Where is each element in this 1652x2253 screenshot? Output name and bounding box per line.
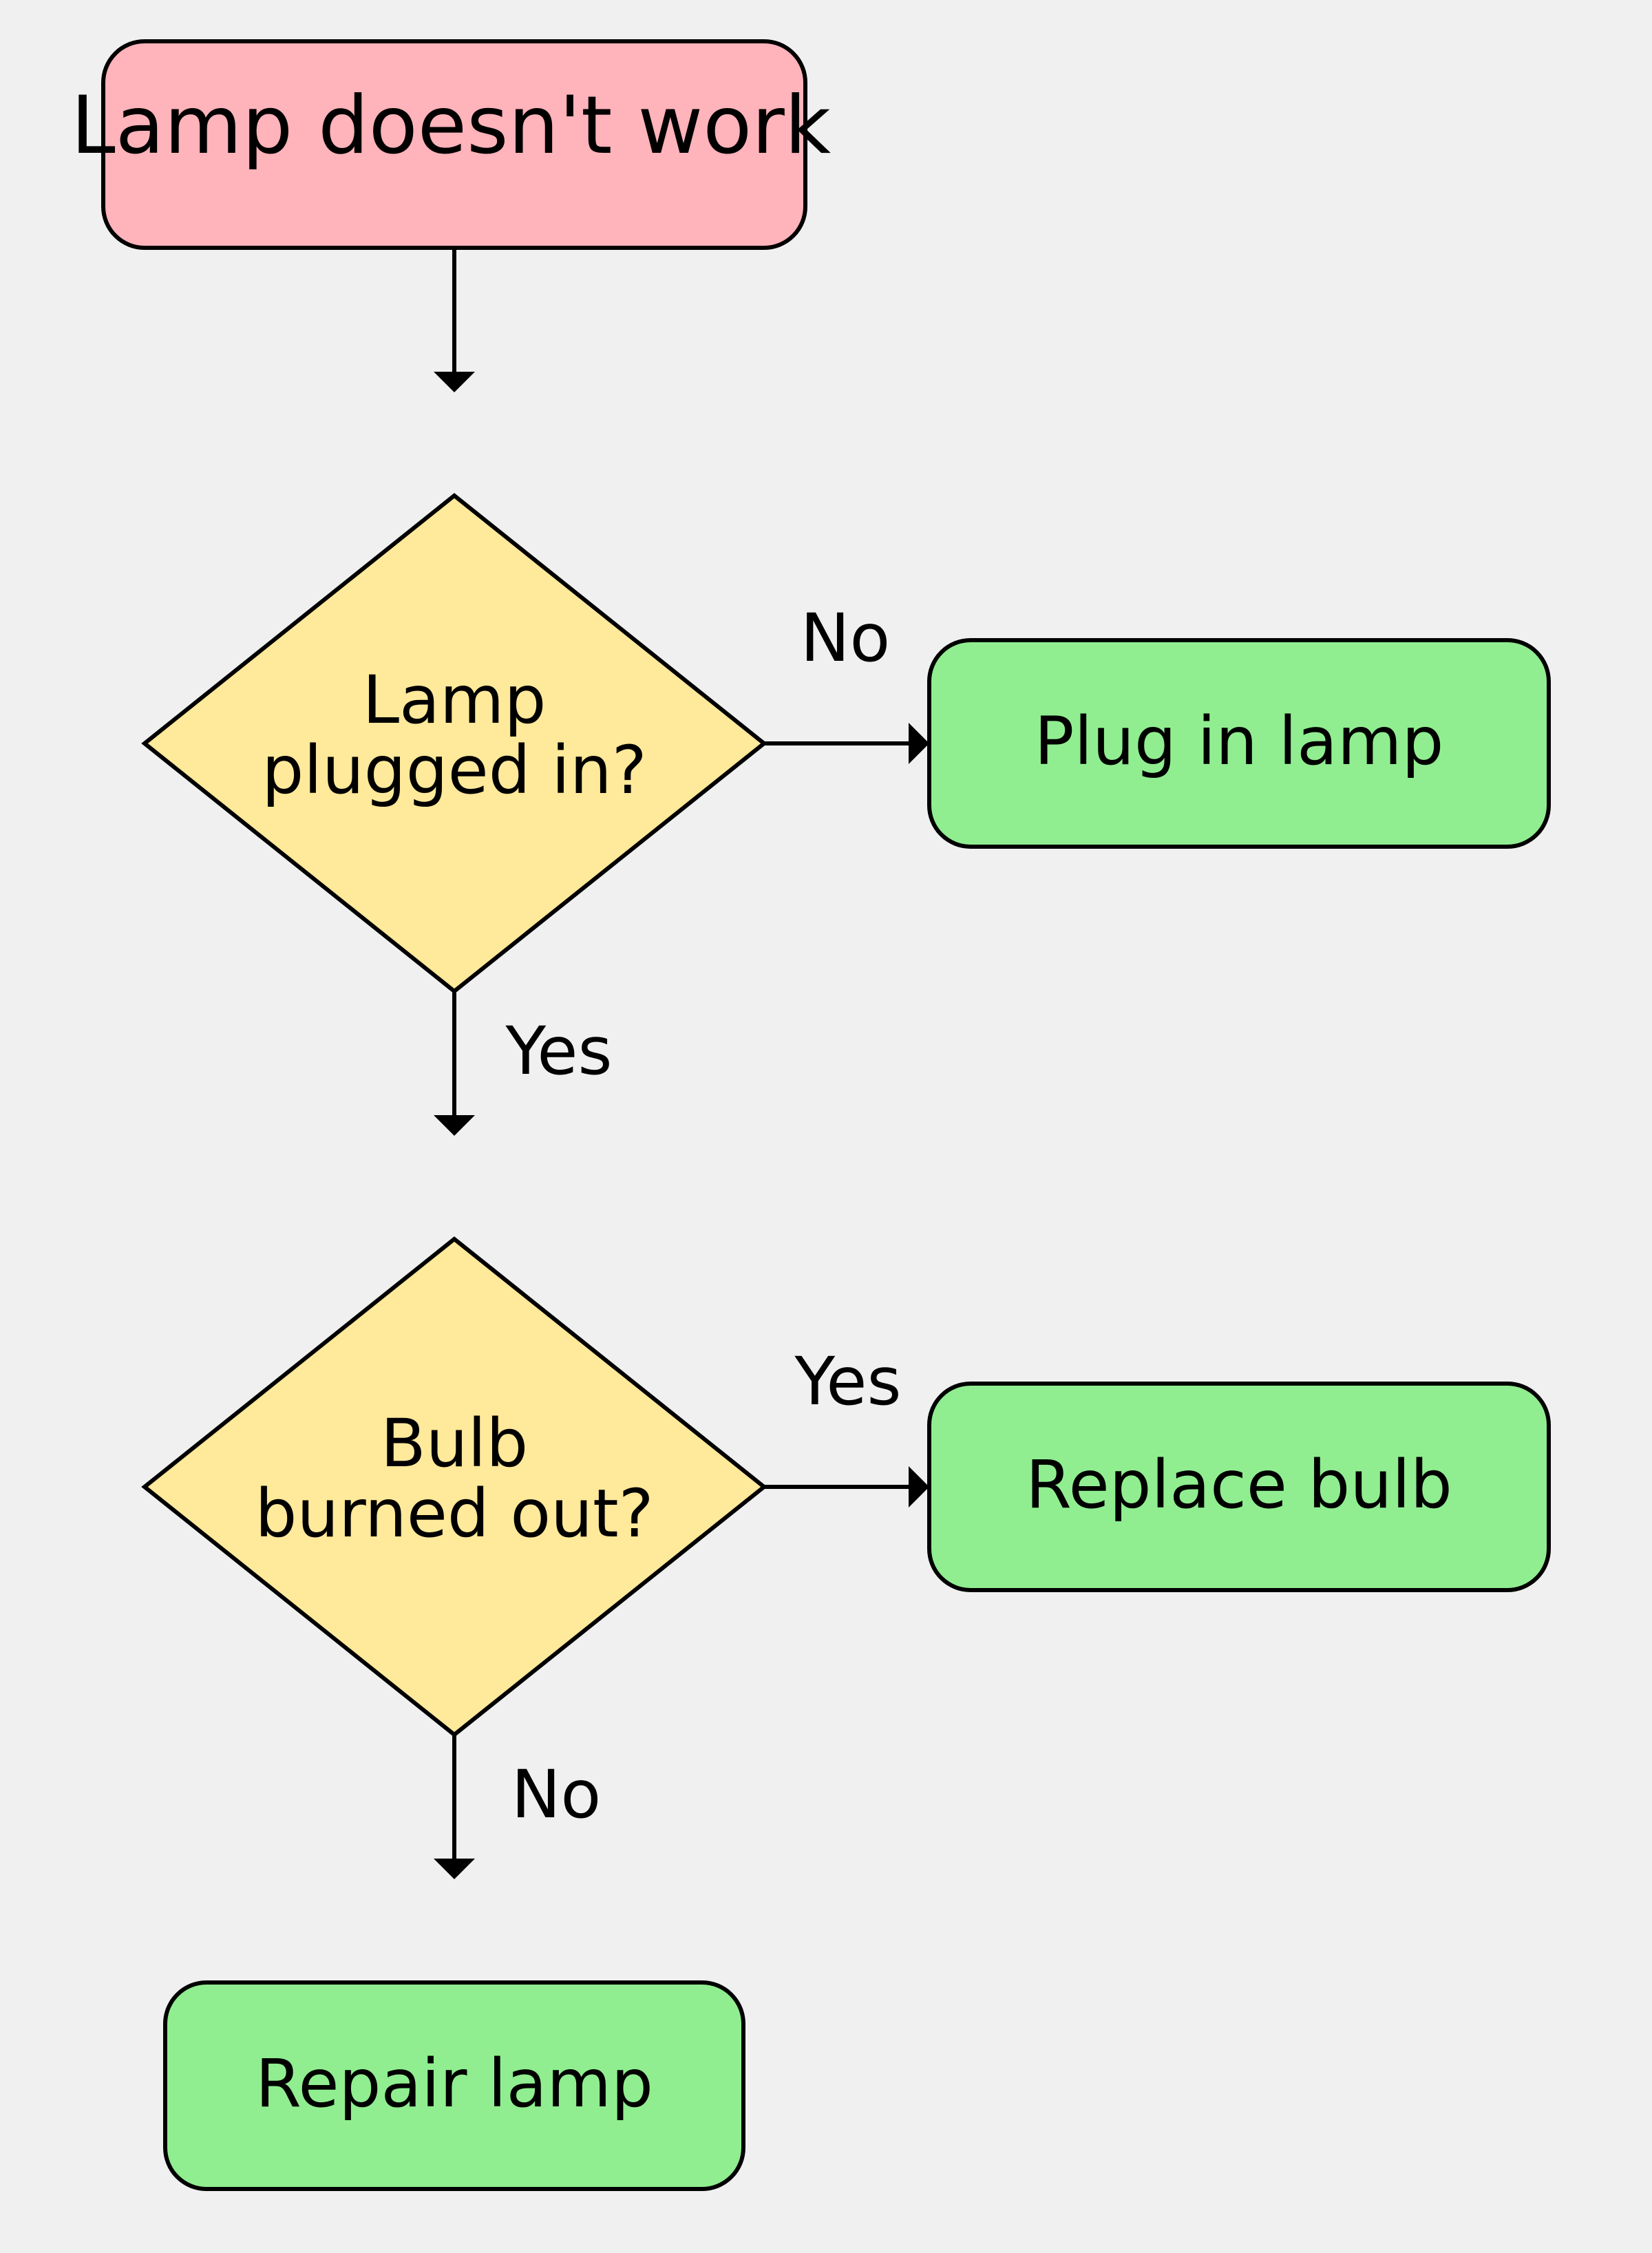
arrowhead-right-icon — [909, 723, 929, 764]
edge-label-bulb-no: No — [511, 1756, 602, 1833]
action-plug-in-lamp[interactable]: Plug in lamp — [927, 638, 1551, 849]
decision-bulb-label-line1: Bulb — [381, 1405, 528, 1482]
decision-bulb-label-line2: burned out? — [255, 1475, 653, 1552]
start-node[interactable]: Lamp doesn't work — [71, 39, 831, 250]
decision-plugged-label-line1: Lamp — [363, 662, 547, 739]
connector-bulb-no: No — [434, 1735, 601, 1879]
connector-plugged-yes: Yes — [434, 991, 612, 1136]
arrowhead-down-icon — [434, 1859, 475, 1879]
arrowhead-down-icon — [434, 372, 475, 392]
decision-plugged-label-line2: plugged in? — [262, 732, 646, 809]
action-repair-label: Repair lamp — [255, 2045, 653, 2122]
action-replace-box — [927, 1382, 1551, 1592]
action-repair-lamp[interactable]: Repair lamp — [163, 1980, 745, 2191]
edge-label-bulb-yes: Yes — [794, 1343, 902, 1420]
edge-label-plugged-no: No — [801, 600, 891, 677]
action-plug-box — [927, 638, 1551, 849]
start-node-label: Lamp doesn't work — [71, 79, 831, 172]
connector-plugged-no: No — [764, 600, 929, 764]
action-replace-label: Replace bulb — [1026, 1446, 1452, 1523]
decision-plugged[interactable]: Lamp plugged in? — [141, 493, 767, 994]
action-repair-box — [163, 1980, 745, 2191]
connector-bulb-yes: Yes — [764, 1343, 929, 1508]
action-replace-bulb[interactable]: Replace bulb — [927, 1382, 1551, 1592]
edge-label-plugged-yes: Yes — [505, 1013, 613, 1090]
arrowhead-down-icon — [434, 1115, 475, 1136]
arrowhead-right-icon — [909, 1466, 929, 1508]
connector-start-to-plugged — [434, 248, 475, 392]
action-plug-label: Plug in lamp — [1035, 703, 1444, 780]
